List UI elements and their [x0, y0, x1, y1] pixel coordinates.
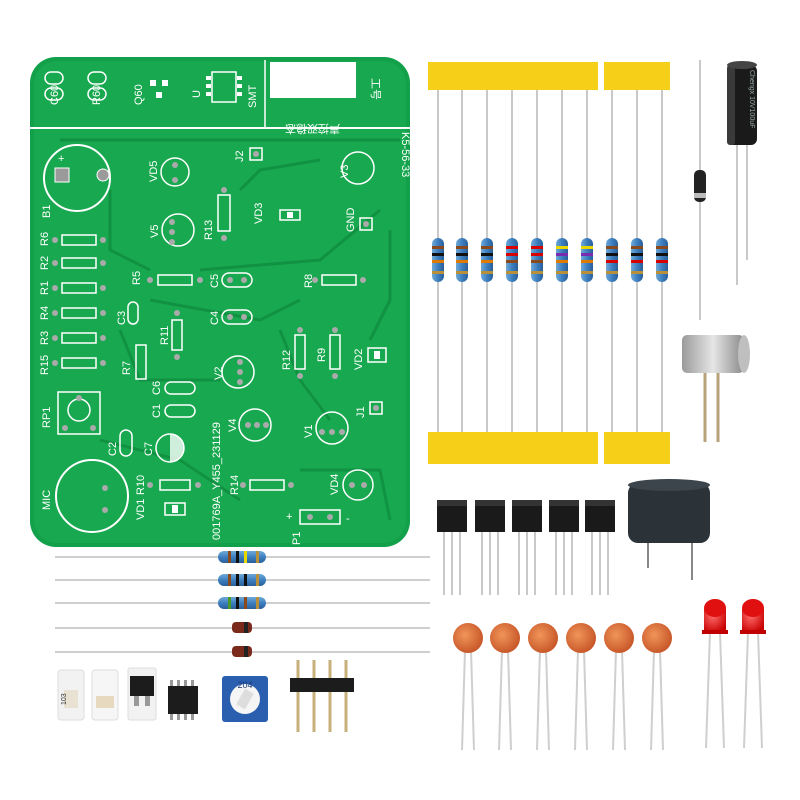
- label-p1: P1: [291, 532, 303, 545]
- label-mic: MIC: [41, 490, 53, 510]
- trimmer-marking: 204: [237, 680, 252, 690]
- transistor-3: [512, 500, 542, 595]
- ceramic-cap-2: [490, 623, 520, 653]
- buzzer: [628, 479, 710, 580]
- label-gnd: GND: [345, 208, 357, 233]
- label-p1-minus: -: [346, 513, 350, 525]
- label-u: U: [191, 90, 203, 98]
- red-leds: [702, 599, 766, 749]
- transistor-1: [437, 500, 467, 595]
- label-r8: R8: [303, 274, 315, 288]
- label-v2: V2: [213, 367, 225, 380]
- ceramic-cap-5: [604, 623, 634, 653]
- ceramic-capacitors: [453, 623, 672, 751]
- label-c7: C7: [143, 442, 155, 456]
- label-vd5: VD5: [148, 161, 160, 182]
- label-vd1: VD1: [135, 499, 147, 520]
- version-text: 001769A_Y455_231129: [211, 422, 223, 540]
- pin-header: [290, 660, 354, 732]
- label-r14: R14: [229, 475, 241, 495]
- ceramic-cap-4: [566, 623, 596, 653]
- label-rp1: RP1: [41, 407, 53, 428]
- label-j1: J1: [355, 406, 367, 418]
- label-r13: R13: [203, 220, 215, 240]
- label-v3: V3: [339, 165, 351, 178]
- label-b1: B1: [41, 205, 53, 218]
- label-vd4: VD4: [329, 474, 341, 495]
- label-side-char: 工号: [369, 78, 382, 100]
- led-2: [740, 599, 766, 634]
- loose-diode-1: [232, 622, 252, 633]
- pcb-title: 声控双稳态: [285, 122, 340, 136]
- label-r6: R6: [39, 232, 51, 246]
- label-j2: J2: [234, 150, 246, 162]
- board-code: K5-56-33: [399, 132, 411, 177]
- electrolytic-capacitor: Chengx 10V100uF: [727, 61, 757, 285]
- label-r12: R12: [281, 350, 293, 370]
- svg-text:+: +: [58, 153, 64, 165]
- chip-resistor-marking: 103: [61, 693, 68, 705]
- label-p1-plus: +: [286, 511, 292, 523]
- ceramic-cap-6: [642, 623, 672, 653]
- label-r10: R10: [135, 475, 147, 495]
- ceramic-cap-3: [528, 623, 558, 653]
- transistors: [437, 500, 615, 595]
- transistor-5: [585, 500, 615, 595]
- diode-1n4148: [694, 60, 706, 320]
- loose-resistor-1: [218, 551, 266, 563]
- label-vd2: VD2: [353, 349, 365, 370]
- transistor-2: [475, 500, 505, 595]
- label-r3: R3: [39, 331, 51, 345]
- label-r11: R11: [159, 326, 171, 345]
- label-v5: V5: [149, 225, 161, 238]
- electret-microphone: [682, 335, 750, 442]
- loose-diode-2: [232, 646, 252, 657]
- label-r9: R9: [316, 348, 328, 362]
- led-1: [702, 599, 728, 634]
- label-vd3: VD3: [253, 203, 265, 224]
- label-r2: R2: [39, 256, 51, 270]
- ceramic-cap-1: [453, 623, 483, 653]
- label-q60: Q60: [133, 84, 145, 105]
- blank-label-box: [270, 62, 356, 98]
- label-c6: C6: [151, 381, 163, 395]
- loose-resistor-2: [218, 574, 266, 586]
- taped-resistor-strip: [428, 62, 670, 464]
- label-c4: C4: [209, 311, 221, 325]
- label-r4: R4: [39, 306, 51, 320]
- label-v1: V1: [303, 425, 315, 438]
- cap-marking: Chengx 10V100uF: [748, 70, 755, 128]
- label-r5: R5: [131, 271, 143, 285]
- transistor-4: [549, 500, 579, 595]
- label-r7: R7: [121, 361, 133, 375]
- resistor-bodies: [432, 238, 668, 282]
- loose-components: [55, 551, 430, 657]
- label-v4: V4: [227, 419, 239, 432]
- label-c5: C5: [209, 274, 221, 288]
- label-r1: R1: [39, 281, 51, 295]
- trimmer-potentiometer: 204: [222, 676, 268, 722]
- loose-resistor-3: [218, 597, 266, 609]
- smt-parts: 103: [57, 667, 198, 721]
- label-r15: R15: [39, 355, 51, 375]
- pcb-board: [30, 57, 410, 547]
- pcb-silkscreen: C60 R60 Q60 U SMT 声控双稳态 工号 K5-56-33 + B1…: [39, 71, 411, 545]
- label-c1: C1: [151, 404, 163, 418]
- label-smt: SMT: [247, 85, 259, 109]
- label-c2: C2: [107, 442, 119, 456]
- label-c3: C3: [116, 311, 128, 325]
